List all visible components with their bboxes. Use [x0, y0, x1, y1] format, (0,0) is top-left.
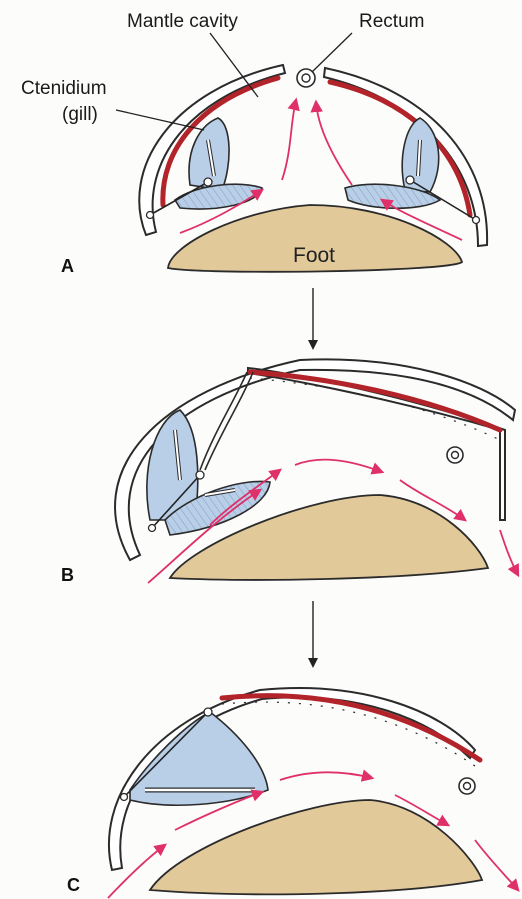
ctenidium-b: [147, 410, 270, 535]
panel-label-c: C: [67, 875, 80, 895]
flow-arrow-b3: [295, 460, 382, 472]
leader-rectum: [312, 33, 352, 72]
flow-arrow-b5: [500, 530, 518, 575]
label-rectum: Rectum: [359, 11, 424, 32]
panel-label-b: B: [61, 565, 74, 585]
transition-arrow-a-b: [308, 288, 318, 350]
label-foot: Foot: [293, 244, 335, 267]
panel-label-a: A: [61, 256, 74, 276]
flow-arrow-c5: [475, 840, 518, 890]
flow-arrow-a3: [282, 100, 296, 180]
transition-arrow-b-c: [308, 601, 318, 668]
flow-arrow-c3: [280, 772, 372, 780]
panel-c: C: [67, 688, 518, 898]
rectum-c: [459, 778, 475, 794]
rectum-b: [447, 447, 463, 463]
label-mantle-cavity: Mantle cavity: [127, 11, 238, 32]
flow-arrow-a4: [316, 102, 352, 185]
panel-a: Mantle cavity Rectum Ctenidium (gill) Fo…: [21, 11, 487, 276]
panel-b: B: [61, 359, 518, 585]
foot-c: [150, 800, 482, 894]
label-ctenidium: Ctenidium: [21, 78, 107, 99]
label-gill: (gill): [62, 104, 98, 125]
ctenidium-c: [121, 708, 269, 805]
